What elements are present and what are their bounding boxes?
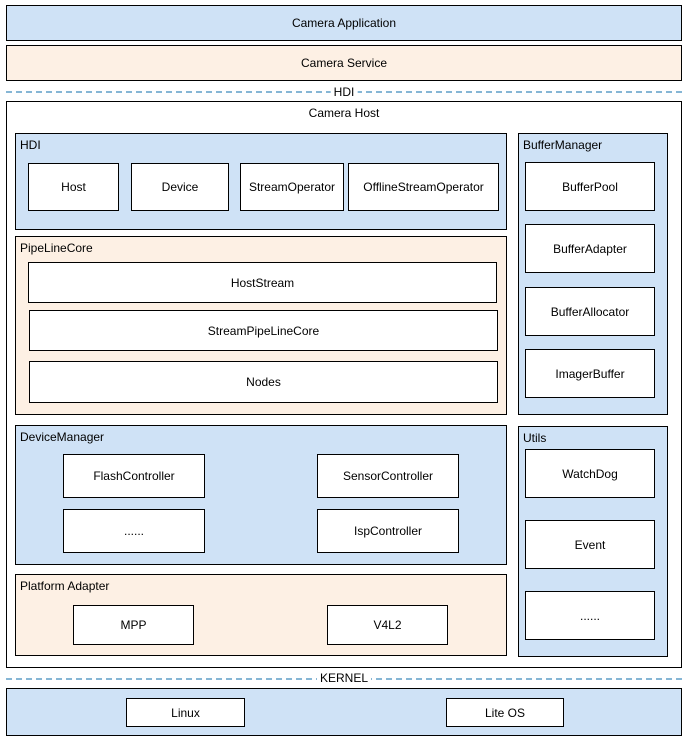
lite-os-box: Lite OS [446,698,564,727]
buffer-adapter-box: BufferAdapter [525,224,655,273]
buffer-adapter-label: BufferAdapter [553,241,627,256]
pipeline-core-group-title: PipeLineCore [20,241,93,255]
buffer-manager-group-title: BufferManager [523,138,603,152]
buffer-allocator-box: BufferAllocator [525,287,655,336]
utils-group-title: Utils [523,431,547,445]
nodes-box: Nodes [29,361,498,403]
isp-controller-label: IspController [353,524,423,538]
buffer-pool-label: BufferPool [562,179,618,194]
hdi-offline-stream-operator-label: OfflineStreamOperator [363,180,484,194]
hdi-host-label: Host [61,180,86,194]
imager-buffer-box: ImagerBuffer [525,349,655,398]
v4l2-box: V4L2 [327,605,448,645]
hdi-device-label: Device [161,180,199,194]
device-manager-more-box: ...... [63,509,205,553]
watchdog-label: WatchDog [562,466,618,481]
camera-host-title: Camera Host [308,106,380,120]
nodes-label: Nodes [246,375,281,389]
flash-controller-label: FlashController [93,469,175,483]
kernel-layer [6,688,682,736]
imager-buffer-label: ImagerBuffer [555,366,625,381]
linux-box: Linux [126,698,245,727]
buffer-allocator-label: BufferAllocator [550,304,630,319]
mpp-label: MPP [120,618,147,632]
host-stream-box: HostStream [28,262,497,303]
lite-os-label: Lite OS [484,705,526,720]
camera-application-layer: Camera Application [6,5,682,41]
hdi-offline-stream-operator-box: OfflineStreamOperator [348,163,499,211]
platform-adapter-group-title: Platform Adapter [20,579,110,593]
v4l2-label: V4L2 [373,618,402,632]
hdi-host-box: Host [28,163,119,211]
stream-pipeline-core-label: StreamPipeLineCore [207,323,320,338]
event-box: Event [525,520,655,569]
hdi-group-title: HDI [20,138,41,152]
utils-more-label: ...... [579,608,600,623]
event-label: Event [574,537,606,552]
isp-controller-box: IspController [317,509,459,553]
sensor-controller-box: SensorController [317,454,459,498]
hdi-device-box: Device [131,163,229,211]
hdi-stream-operator-box: StreamOperator [240,163,344,211]
hdi-stream-operator-label: StreamOperator [248,180,336,194]
device-manager-more-label: ...... [123,524,144,538]
flash-controller-box: FlashController [63,454,205,498]
hdi-separator-label: HDI [330,85,358,99]
mpp-box: MPP [73,605,194,645]
linux-label: Linux [171,705,200,720]
camera-service-layer: Camera Service [6,45,682,81]
stream-pipeline-core-box: StreamPipeLineCore [29,310,498,351]
camera-application-label: Camera Application [291,16,397,30]
sensor-controller-label: SensorController [342,469,434,483]
device-manager-group-title: DeviceManager [20,430,105,444]
kernel-separator-label: KERNEL [316,671,372,685]
watchdog-box: WatchDog [525,449,655,498]
buffer-pool-box: BufferPool [525,162,655,211]
camera-service-label: Camera Service [300,56,388,70]
host-stream-label: HostStream [230,275,295,290]
utils-more-box: ...... [525,591,655,640]
